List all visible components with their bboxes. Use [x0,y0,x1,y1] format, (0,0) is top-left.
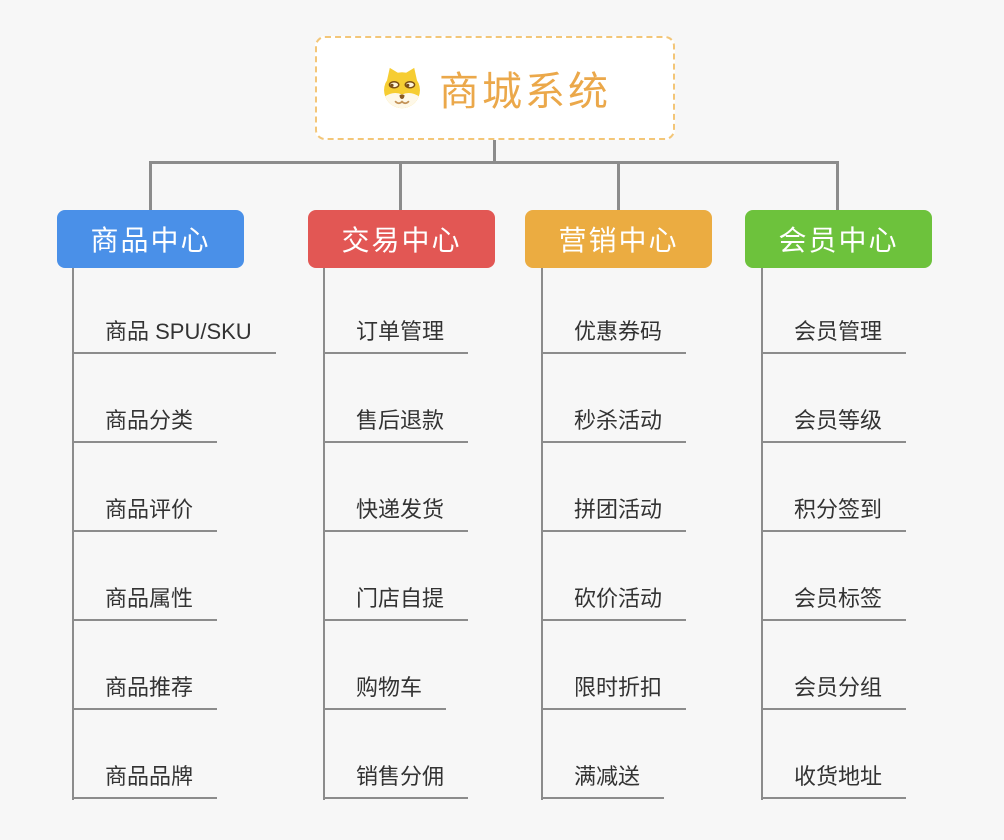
branch-column-members: 会员管理 会员等级 积分签到 会员标签 会员分组 收货地址 [761,268,907,799]
leaf-node-flash-sale[interactable]: 秒杀活动 [541,354,687,443]
leaf-node-member-level[interactable]: 会员等级 [761,354,907,443]
leaf-node-product-review[interactable]: 商品评价 [72,443,218,532]
leaf-node-shipping-address[interactable]: 收货地址 [761,710,907,799]
branch-column-marketing: 优惠券码 秒杀活动 拼团活动 砍价活动 限时折扣 满减送 [541,268,687,799]
connector-stub-products [149,161,152,211]
branch-column-trade: 订单管理 售后退款 快递发货 门店自提 购物车 销售分佣 [323,268,469,799]
connector-trunk-products [72,268,74,800]
leaf-node-product-spu-sku[interactable]: 商品 SPU/SKU [72,268,276,354]
leaf-node-full-reduction[interactable]: 满减送 [541,710,665,799]
leaf-node-product-brand[interactable]: 商品品牌 [72,710,218,799]
branch-column-products: 商品 SPU/SKU 商品分类 商品评价 商品属性 商品推荐 商品品牌 [72,268,276,799]
connector-trunk-members [761,268,763,800]
leaf-node-member-management[interactable]: 会员管理 [761,268,907,354]
leaf-node-express-delivery[interactable]: 快递发货 [323,443,469,532]
connector-trunk-marketing [541,268,543,800]
leaf-node-limited-time-discount[interactable]: 限时折扣 [541,621,687,710]
leaf-node-group-buy[interactable]: 拼团活动 [541,443,687,532]
branch-header-marketing-center[interactable]: 营销中心 [525,210,712,268]
connector-root-stem [493,140,496,163]
leaf-node-bargain-activity[interactable]: 砍价活动 [541,532,687,621]
leaf-node-sales-commission[interactable]: 销售分佣 [323,710,469,799]
leaf-node-coupon-code[interactable]: 优惠券码 [541,268,687,354]
root-node-label: 商城系统 [439,70,611,114]
leaf-node-product-category[interactable]: 商品分类 [72,354,218,443]
doge-icon [384,67,420,109]
leaf-node-order-management[interactable]: 订单管理 [323,268,469,354]
branch-header-trade-center[interactable]: 交易中心 [308,210,495,268]
leaf-node-after-sale-refund[interactable]: 售后退款 [323,354,469,443]
leaf-node-product-attribute[interactable]: 商品属性 [72,532,218,621]
leaf-node-store-pickup[interactable]: 门店自提 [323,532,469,621]
leaf-node-shopping-cart[interactable]: 购物车 [323,621,447,710]
leaf-node-member-groups[interactable]: 会员分组 [761,621,907,710]
connector-stub-trade [399,161,402,211]
connector-cross-bar [149,161,839,164]
leaf-node-points-checkin[interactable]: 积分签到 [761,443,907,532]
branch-header-member-center[interactable]: 会员中心 [745,210,932,268]
leaf-node-member-tags[interactable]: 会员标签 [761,532,907,621]
root-node-mall-system[interactable]: 商城系统 [315,36,675,140]
leaf-node-product-recommend[interactable]: 商品推荐 [72,621,218,710]
branch-header-product-center[interactable]: 商品中心 [57,210,244,268]
connector-trunk-trade [323,268,325,800]
connector-stub-marketing [617,161,620,211]
connector-stub-members [836,161,839,211]
